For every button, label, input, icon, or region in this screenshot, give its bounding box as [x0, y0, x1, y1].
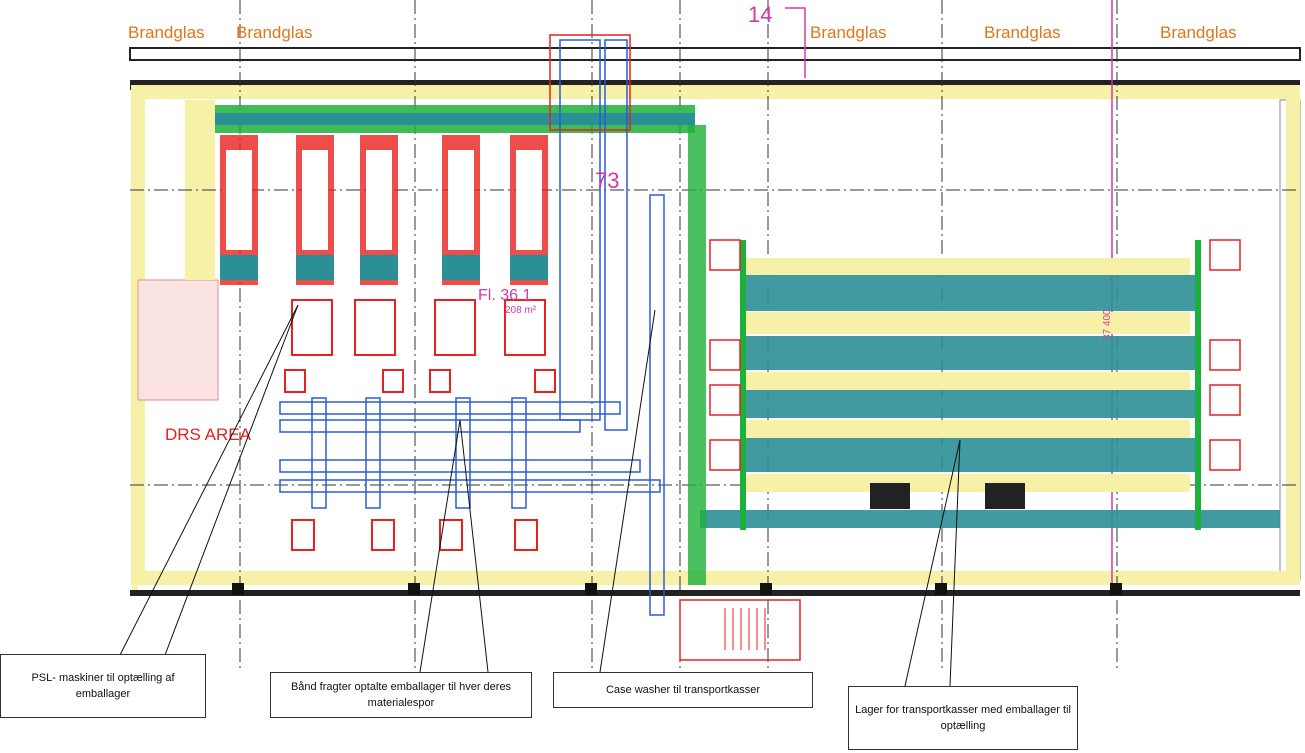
- brandglas-label: Brandglas: [128, 23, 205, 42]
- storage-yellow-lanes: [740, 258, 1190, 492]
- side-number: 37 400: [1102, 309, 1113, 340]
- lift-frame: [549, 34, 631, 131]
- brandglas-label: Brandglas: [236, 23, 313, 42]
- columns: [232, 583, 1122, 595]
- callout-psl-machines: PSL- maskiner til optælling af emballage…: [0, 654, 206, 718]
- staircase: [679, 599, 801, 661]
- psl-machines: [220, 135, 548, 285]
- drs-area-label: DRS AREA: [165, 425, 252, 444]
- room-number: 73: [595, 168, 619, 193]
- blue-conveyors: [279, 39, 665, 616]
- top-marker: [785, 7, 806, 78]
- rack-stations: [709, 239, 1241, 471]
- top-number: 14: [748, 2, 772, 27]
- room-area: 208 m²: [505, 305, 537, 316]
- drs-hatched-area: [137, 279, 219, 401]
- red-counters: [284, 299, 556, 551]
- stair-steps: [724, 608, 766, 650]
- callout-conveyor: Bånd fragter optalte emballager til hver…: [270, 672, 532, 718]
- transfer-unit: [985, 483, 1025, 509]
- callout-case-washer: Case washer til transportkasser: [553, 672, 813, 708]
- storage-racks: [688, 125, 1280, 585]
- callout-storage: Lager for transportkasser med emballager…: [848, 686, 1078, 750]
- callout-leaders: [119, 304, 961, 687]
- grid-lines: [130, 0, 1300, 670]
- brandglas-label: Brandglas: [984, 23, 1061, 42]
- top-conveyor-inner: [215, 113, 695, 125]
- room-label: Fl. 36 1: [478, 287, 531, 304]
- building-bottom-wall: [130, 590, 1300, 596]
- top-strip: [129, 47, 1301, 61]
- brandglas-label: Brandglas: [1160, 23, 1237, 42]
- transfer-unit: [870, 483, 910, 509]
- brandglas-label: Brandglas: [810, 23, 887, 42]
